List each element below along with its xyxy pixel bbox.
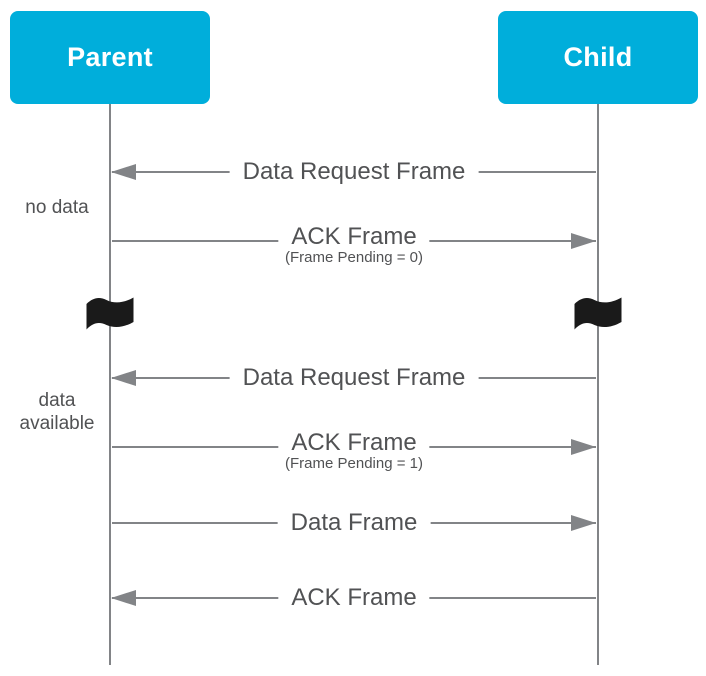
lifeline-child	[597, 104, 599, 665]
actor-label-parent: Parent	[67, 42, 153, 72]
flag-icon	[86, 297, 134, 330]
message-label: Data Request Frame	[229, 364, 479, 392]
side-note-line: available	[19, 413, 95, 434]
arrow-left-icon	[111, 370, 136, 386]
message-label: ACK Frame	[278, 584, 430, 612]
message-sublabel: (Frame Pending = 1)	[279, 455, 429, 472]
arrow-left-icon	[111, 164, 136, 180]
arrow-right-icon	[571, 233, 596, 249]
arrow-right-icon	[571, 439, 596, 455]
lifeline-parent	[109, 104, 111, 665]
actor-label-child: Child	[563, 42, 633, 72]
arrow-right-icon	[571, 515, 596, 531]
arrow-left-icon	[111, 590, 136, 606]
side-note-line: data	[38, 390, 76, 411]
side-note-line: no data	[25, 197, 89, 218]
side-note-data-available: data available	[0, 389, 114, 435]
side-note-no-data: no data	[0, 196, 114, 219]
actor-box-child: Child	[498, 11, 698, 104]
flag-icon	[574, 297, 622, 330]
message-label: Data Frame	[277, 509, 431, 537]
message-sublabel: (Frame Pending = 0)	[279, 249, 429, 266]
message-label: ACK Frame	[278, 223, 430, 251]
message-label: Data Request Frame	[229, 158, 479, 186]
message-label: ACK Frame	[278, 429, 430, 457]
actor-box-parent: Parent	[10, 11, 210, 104]
